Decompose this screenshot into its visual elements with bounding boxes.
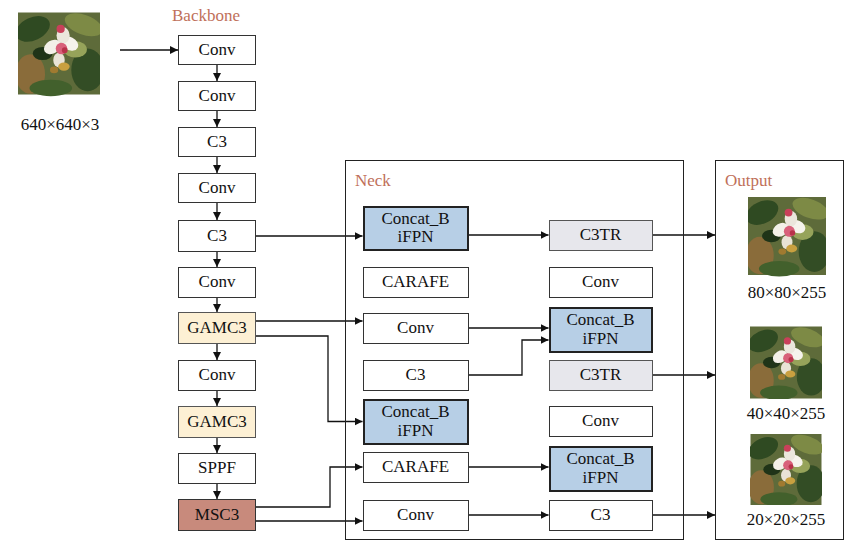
module-box: Conv — [549, 267, 653, 298]
module-box: CARAFE — [363, 267, 469, 298]
connector-arrow — [216, 484, 217, 499]
box-label: C3 — [406, 366, 426, 384]
region-heading: Neck — [355, 172, 391, 190]
box-label: C3 — [207, 227, 227, 245]
connector-arrow — [469, 466, 549, 467]
box-label: Conv — [199, 41, 236, 59]
region-heading: Output — [725, 172, 772, 190]
module-box: SPPF — [178, 453, 256, 484]
box-label: GAMC3 — [187, 413, 247, 431]
box-label: Concat_B iFPN — [560, 311, 642, 348]
transformer-box: C3TR — [549, 220, 653, 251]
connector-arrow — [216, 438, 217, 453]
connector-arrow — [216, 203, 217, 220]
box-label: Conv — [199, 366, 236, 384]
box-label: SPPF — [198, 459, 236, 477]
size-label: 640×640×3 — [21, 116, 100, 135]
module-box: C3 — [178, 220, 256, 252]
size-label: 20×20×255 — [747, 511, 826, 530]
box-label: Concat_B iFPN — [560, 450, 642, 487]
connector-arrow — [256, 320, 363, 321]
input-arrow — [120, 49, 178, 50]
connector-arrow — [469, 327, 549, 328]
module-box: CARAFE — [363, 452, 469, 483]
module-box: Conv — [363, 313, 469, 344]
module-box: C3 — [363, 360, 469, 391]
module-box: Conv — [178, 267, 256, 298]
box-label: Conv — [199, 179, 236, 197]
connector-arrow — [469, 340, 549, 375]
region-frame: Output — [715, 160, 844, 540]
connector-arrow — [256, 520, 363, 521]
size-label: 80×80×255 — [748, 284, 827, 303]
input-image — [12, 9, 106, 96]
box-label: CARAFE — [382, 273, 449, 291]
box-label: GAMC3 — [187, 319, 247, 337]
box-label: Conv — [199, 273, 236, 291]
module-box: Conv — [549, 406, 653, 437]
multiscale-module-box: MSC3 — [178, 499, 256, 531]
fusion-box: Concat_B iFPN — [549, 307, 653, 353]
fusion-box: Concat_B iFPN — [549, 446, 653, 492]
box-label: Conv — [582, 412, 619, 430]
box-label: Conv — [582, 273, 619, 291]
box-label: CARAFE — [382, 458, 449, 476]
connector-arrow — [216, 344, 217, 360]
connector-arrow — [216, 298, 217, 312]
connector-arrow — [216, 65, 217, 81]
box-label: Concat_B iFPN — [375, 403, 457, 440]
fusion-box: Concat_B iFPN — [363, 399, 469, 445]
output-image — [745, 431, 826, 507]
module-box: C3 — [549, 500, 653, 531]
module-box: Conv — [178, 35, 256, 65]
box-label: Conv — [199, 87, 236, 105]
module-box: Conv — [178, 173, 256, 203]
box-label: C3 — [591, 506, 611, 524]
connector-arrow — [216, 252, 217, 267]
box-label: Conv — [397, 319, 434, 337]
connector-arrow — [256, 235, 363, 236]
attention-module-box: GAMC3 — [178, 312, 256, 344]
transformer-box: C3TR — [549, 360, 653, 391]
box-label: C3 — [207, 133, 227, 151]
attention-module-box: GAMC3 — [178, 406, 256, 438]
box-label: Conv — [397, 506, 434, 524]
size-label: 40×40×255 — [747, 405, 826, 424]
connector-arrow — [216, 157, 217, 173]
output-image — [742, 194, 831, 277]
box-label: C3TR — [580, 366, 622, 384]
connector-arrow — [256, 336, 363, 422]
output-image — [744, 323, 826, 400]
box-label: MSC3 — [195, 506, 239, 524]
region-frame: NeckConcat_B iFPNC3TRCARAFEConvConvConca… — [345, 160, 684, 540]
box-label: Concat_B iFPN — [375, 210, 457, 247]
fusion-box: Concat_B iFPN — [363, 206, 469, 251]
connector-arrow — [256, 467, 363, 507]
section-label: Backbone — [172, 7, 240, 26]
module-box: Conv — [178, 81, 256, 111]
module-box: Conv — [178, 360, 256, 391]
connector-arrow — [469, 234, 549, 235]
connector-arrow — [216, 391, 217, 406]
module-box: C3 — [178, 127, 256, 157]
connector-arrow — [469, 514, 549, 515]
connector-arrow — [216, 111, 217, 127]
box-label: C3TR — [580, 226, 622, 244]
module-box: Conv — [363, 500, 469, 531]
